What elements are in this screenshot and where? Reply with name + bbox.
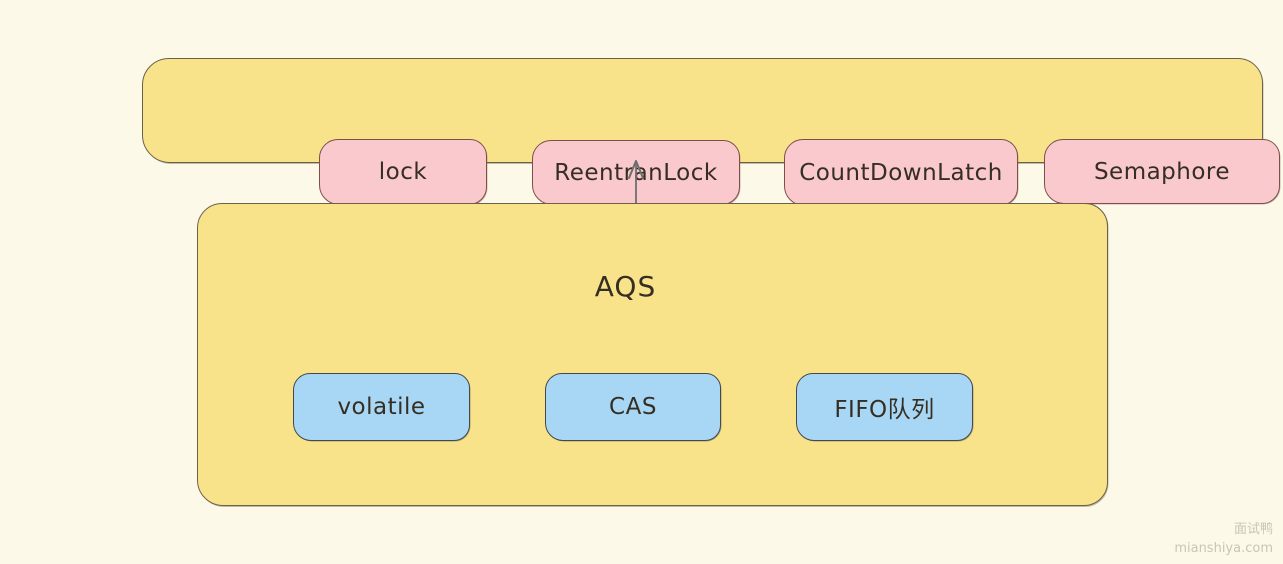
node-cas-label: CAS xyxy=(609,394,657,420)
arrow-up-icon xyxy=(628,160,644,207)
watermark: 面试鸭 mianshiya.com xyxy=(1174,521,1273,559)
node-volatile-label: volatile xyxy=(337,394,426,420)
watermark-domain: mianshiya.com xyxy=(1174,541,1273,557)
aqs-container: AQS volatile CAS FIFO队列 xyxy=(197,203,1108,506)
node-volatile: volatile xyxy=(293,373,470,441)
sync-tools-container: lock ReentranLock CountDownLatch Semapho… xyxy=(142,58,1280,206)
watermark-brand: 面试鸭 xyxy=(1233,522,1273,538)
node-semaphore: Semaphore xyxy=(1044,139,1280,204)
aqs-title: AQS xyxy=(594,270,657,303)
node-countdownlatch: CountDownLatch xyxy=(784,139,1018,206)
node-cas: CAS xyxy=(545,373,721,441)
node-fifo-queue-label: FIFO队列 xyxy=(834,397,935,423)
node-semaphore-label: Semaphore xyxy=(1093,158,1231,185)
node-fifo-queue: FIFO队列 xyxy=(796,373,973,441)
node-countdownlatch-label: CountDownLatch xyxy=(799,159,1003,186)
node-lock-label: lock xyxy=(378,159,428,185)
node-lock: lock xyxy=(319,139,487,205)
